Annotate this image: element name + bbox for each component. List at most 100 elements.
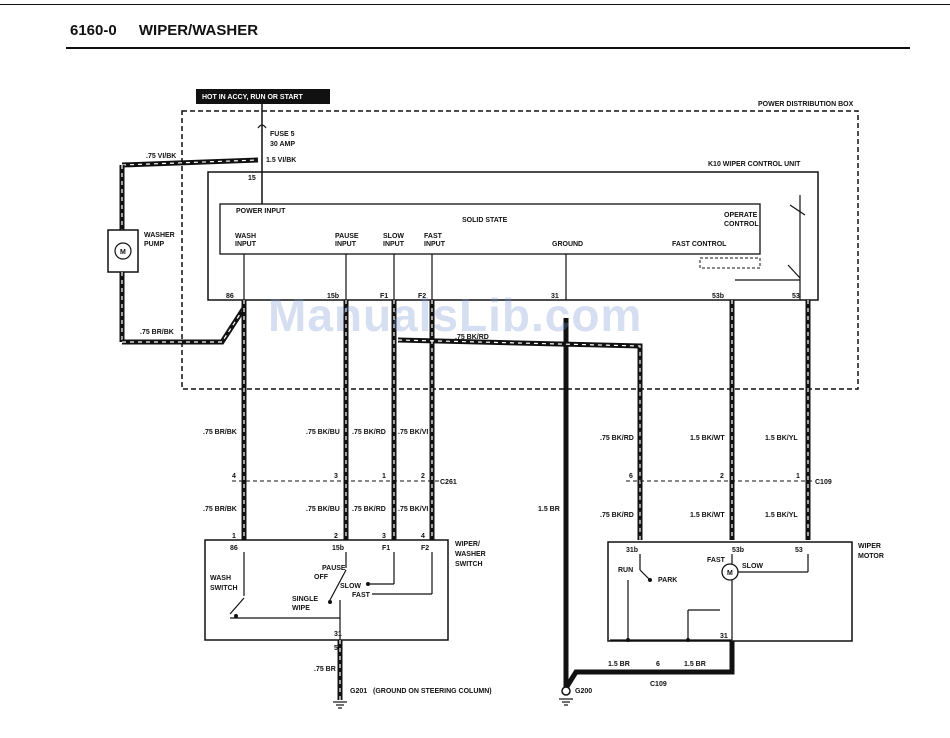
sw-pin4: 4 [421,533,425,540]
switch-title-3: SWITCH [455,561,483,568]
pin-53b: 53b [712,293,724,300]
ground-label: GROUND [552,241,583,248]
c109-pin6: 6 [629,473,633,480]
c109-pin2: 2 [720,473,724,480]
sw-pin2: 2 [334,533,338,540]
slow-input-label: INPUT [383,241,405,248]
fast-m-label: FAST [707,557,726,564]
single-label: SINGLE [292,596,318,603]
c109b-pin6: 6 [656,661,660,668]
wire-15br-l: 1.5 BR [608,661,630,668]
m-53: 53 [795,547,803,554]
wiper-motor [607,541,853,642]
c261-label: C261 [440,479,457,486]
wire-bkvi-b: .75 BK/VI [398,506,428,513]
off-sw: OFF [314,574,329,581]
solid-state-module [219,203,761,255]
control-label: CONTROL [724,221,759,228]
pin-F2: F2 [418,293,426,300]
page-header: 6160-0 WIPER/WASHER [70,22,276,39]
wire-bkbu: .75 BK/BU [306,429,340,436]
solid-state-label: SOLID STATE [462,217,508,224]
k10-control-unit [207,171,819,301]
c261-pin3: 3 [334,473,338,480]
wire-vibk-left: .75 VI/BK [146,153,176,160]
pin-53: 53 [792,293,800,300]
c109-label: C109 [815,479,832,486]
slow-sw: SLOW [340,583,361,590]
fast-label: FAST [424,233,443,240]
power-distribution-box [181,110,859,390]
wire-br75: .75 BR [314,666,336,673]
m-31: 31 [720,633,728,640]
wire-bkwt-b: 1.5 BK/WT [690,512,725,519]
wire-bkrd2-b: .75 BK/RD [600,512,634,519]
sw-5: 5 [334,645,338,652]
c109-pin1: 1 [796,473,800,480]
wipe-label: WIPE [292,605,310,612]
pdb-label: POWER DISTRIBUTION BOX [758,101,854,108]
wire-bkrd-b: .75 BK/RD [352,506,386,513]
wiper-motor-2: MOTOR [858,553,884,560]
wiper-motor-1: WIPER [858,543,881,550]
pump-motor-icon [114,242,132,260]
fuse-label: FUSE 5 [270,131,295,138]
top-rule [0,4,950,5]
c261-pin1: 1 [382,473,386,480]
sw-pin1: 1 [232,533,236,540]
ground-g201-icon [333,701,347,709]
fuse-amp: 30 AMP [270,141,295,148]
pump-m: M [120,249,126,256]
g200-label: G200 [575,688,592,695]
slow-label: SLOW [383,233,404,240]
sw-31: 31 [334,631,342,638]
hot-label: HOT IN ACCY, RUN OR START [202,94,303,101]
ground-g200-icon [559,698,573,706]
power-input-label: POWER INPUT [236,208,286,215]
washer-label: WASHER [144,232,175,239]
fast-control-label: FAST CONTROL [672,241,727,248]
pin-15b: 15b [327,293,339,300]
slow-m-label: SLOW [742,563,763,570]
wire-bkyl: 1.5 BK/YL [765,435,798,442]
wire-vibk-top: 1.5 VI/BK [266,157,296,164]
wire-15br-r: 1.5 BR [684,661,706,668]
pin-15: 15 [248,175,256,182]
pin-F1: F1 [380,293,388,300]
wiper-washer-switch [204,539,449,641]
pause-label: PAUSE [335,233,359,240]
c261-pin2: 2 [421,473,425,480]
g201-label: G201 [350,688,367,695]
pause-sw: PAUSE [322,565,346,572]
switch-title-1: WIPER/ [455,541,480,548]
section-code: 6160-0 [70,22,117,39]
sw-F2: F2 [421,545,429,552]
wire-br15: 1.5 BR [538,506,560,513]
pin-31: 31 [551,293,559,300]
fast-input-label: INPUT [424,241,446,248]
wire-brbk: .75 BR/BK [203,429,237,436]
sw-pin3: 3 [382,533,386,540]
c261-pin4: 4 [232,473,236,480]
operate-label: OPERATE [724,212,758,219]
wire-bkyl-b: 1.5 BK/YL [765,512,798,519]
watermark: ManualsLib.com [268,289,643,341]
pump-label: PUMP [144,241,165,248]
wire-bkrd2: .75 BK/RD [600,435,634,442]
motor-m: M [727,570,733,577]
wire-brbk-b: .75 BR/BK [203,506,237,513]
wash-input-label: INPUT [235,241,257,248]
sw-15b: 15b [332,545,344,552]
run-label: RUN [618,567,633,574]
switch-title-2: WASHER [455,551,486,558]
wash-switch-1: WASH [210,575,231,582]
k10-label: K10 WIPER CONTROL UNIT [708,161,801,168]
wire-brbk-left: .75 BR/BK [140,329,174,336]
c109b-label: C109 [650,681,667,688]
wire-bkrd: .75 BK/RD [352,429,386,436]
sw-86: 86 [230,545,238,552]
header-rule [66,47,910,49]
wire-bkrd-mid: .75 BK/RD [455,334,489,341]
hot-label-box [196,89,330,104]
